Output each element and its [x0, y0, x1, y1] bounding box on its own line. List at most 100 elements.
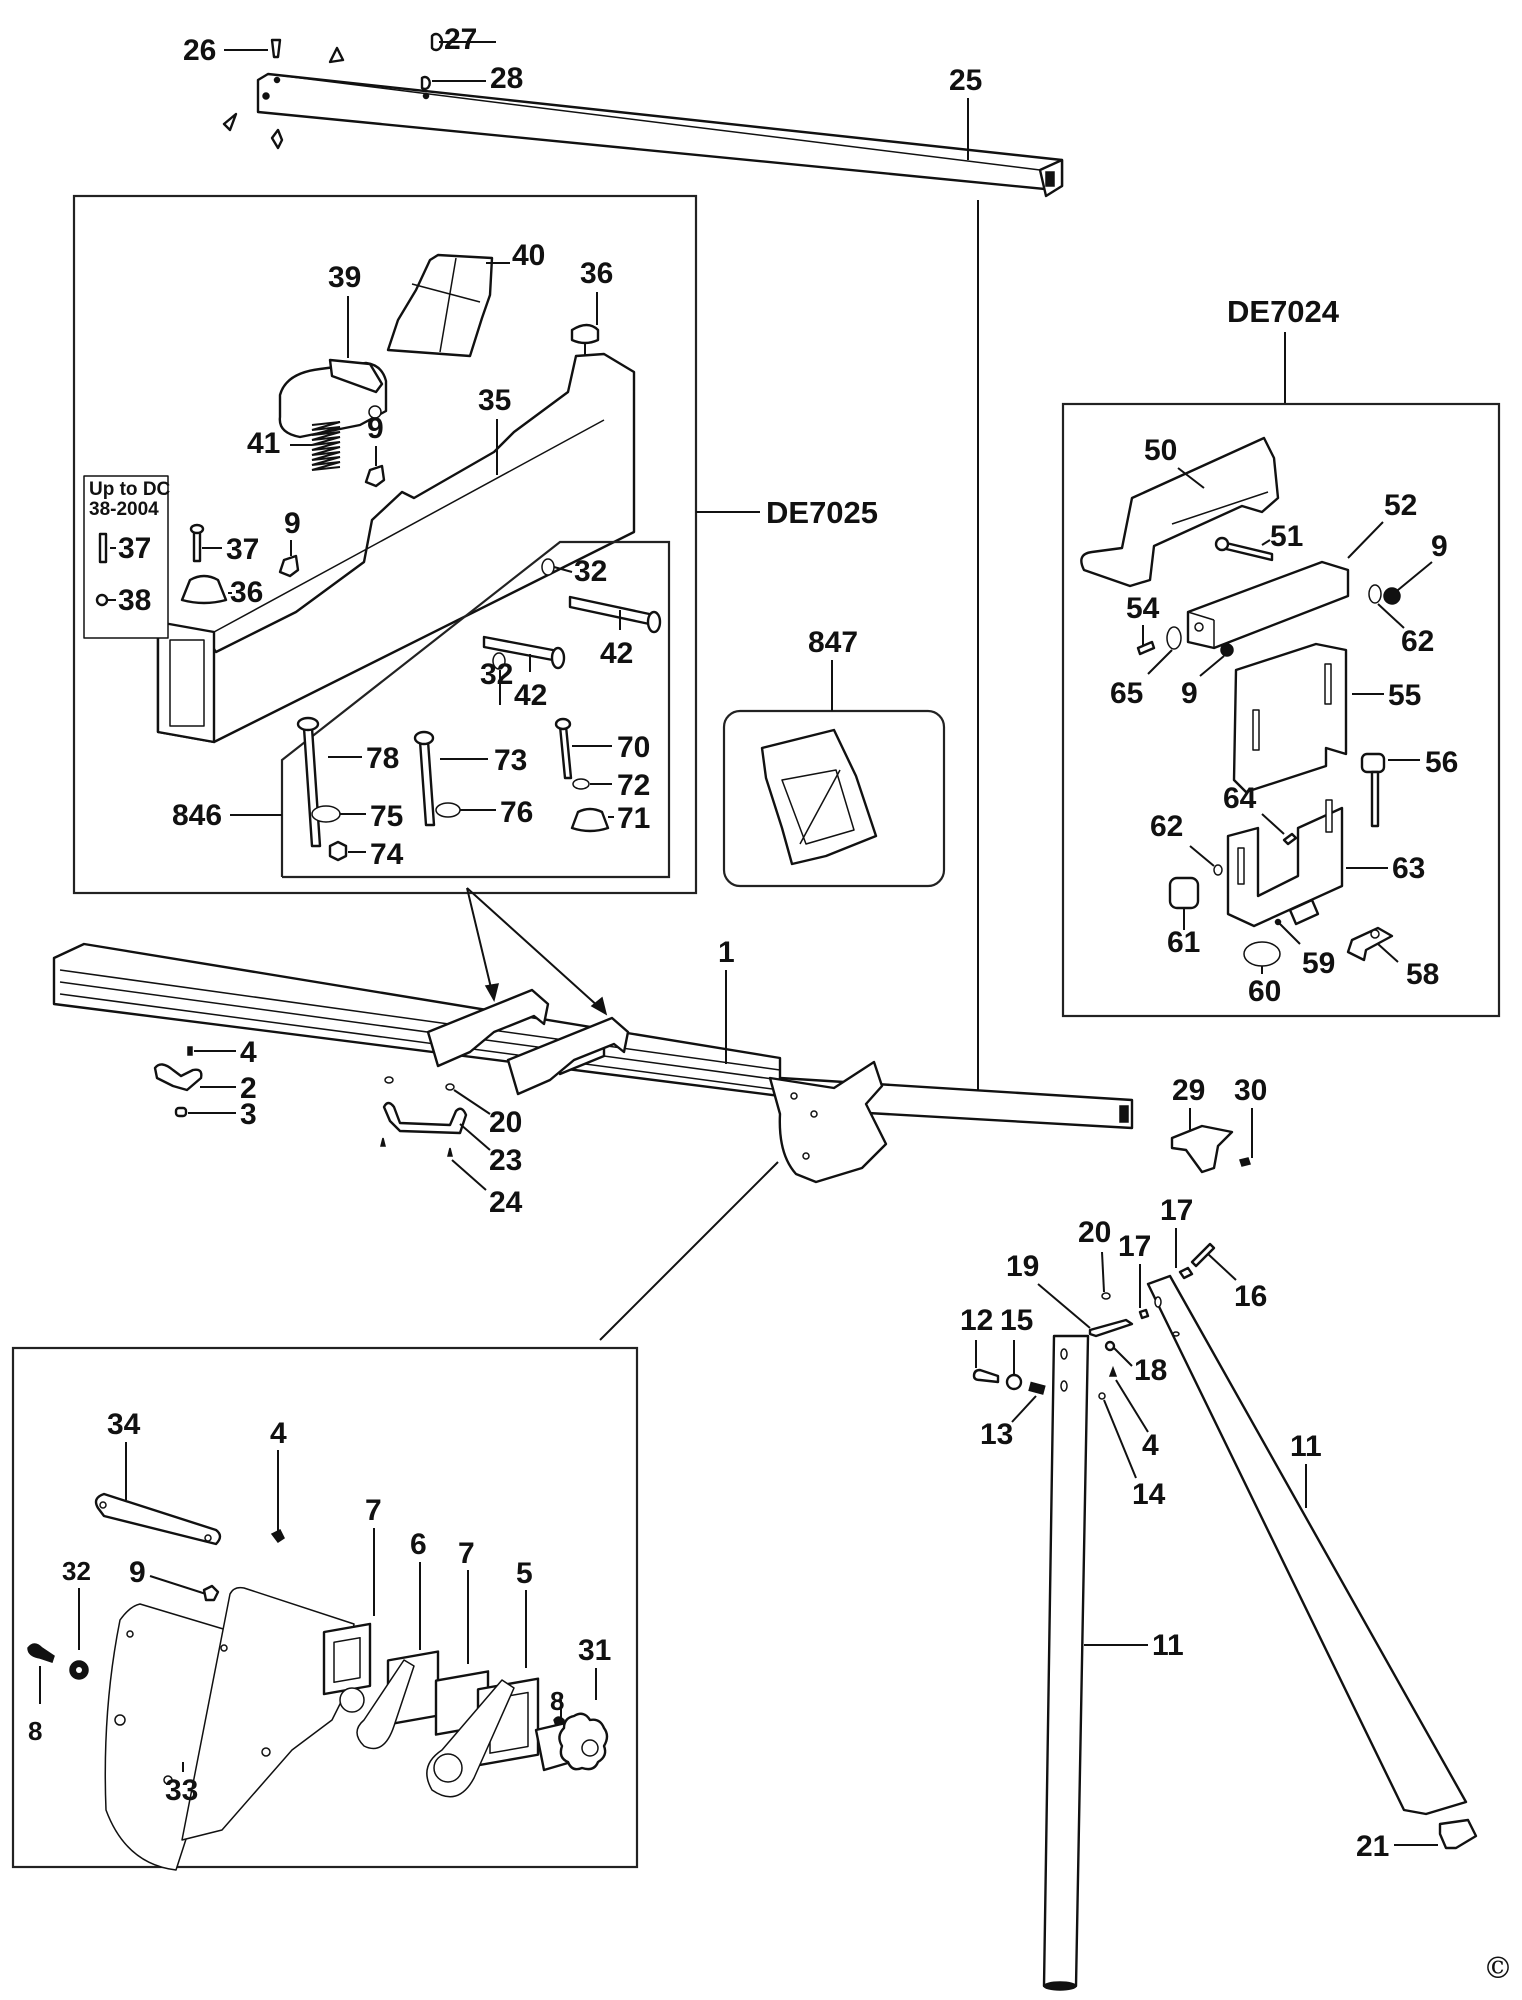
label-32-b: 32 [480, 658, 513, 691]
label-64: 64 [1223, 782, 1257, 815]
washer-32-a [541, 558, 555, 576]
label-54: 54 [1126, 592, 1160, 625]
label-37: 37 [226, 533, 259, 566]
label-39: 39 [328, 261, 361, 294]
nut-9-c [1383, 587, 1401, 605]
label-32-inset: 32 [62, 1556, 91, 1586]
label-42-a: 42 [600, 637, 633, 670]
bolt-42-a [568, 595, 656, 627]
label-28: 28 [490, 62, 523, 95]
label-13: 13 [980, 1418, 1013, 1451]
note-box [83, 475, 169, 639]
label-20-leg: 20 [1078, 1216, 1111, 1249]
pin-14 [1098, 1392, 1106, 1400]
label-9-a: 9 [367, 412, 384, 445]
label-34: 34 [107, 1408, 141, 1441]
label-17-b: 17 [1160, 1194, 1193, 1227]
label-25: 25 [949, 64, 982, 97]
clip-58 [1346, 926, 1394, 962]
label-3: 3 [240, 1098, 257, 1131]
screw-64 [1282, 832, 1298, 846]
screw-24-b [447, 1147, 453, 1157]
label-24: 24 [489, 1186, 523, 1219]
label-70: 70 [617, 731, 650, 764]
washer-72 [572, 778, 590, 790]
label-8-right: 8 [550, 1686, 564, 1716]
label-42-b: 42 [514, 679, 547, 712]
label-12: 12 [960, 1304, 993, 1337]
side-plate-33 [104, 1586, 363, 1871]
de7024-inset [1061, 402, 1501, 1018]
label-74: 74 [370, 838, 404, 871]
bolt-8-left [27, 1643, 55, 1663]
bolt-73 [418, 739, 436, 827]
label-26: 26 [183, 34, 216, 67]
washer-75 [311, 805, 341, 823]
label-50: 50 [1144, 434, 1177, 467]
label-75: 75 [370, 800, 403, 833]
pin-18 [1104, 1340, 1116, 1352]
de7025-inset [72, 194, 698, 895]
clamp-plate-40 [386, 253, 494, 358]
label-31: 31 [578, 1634, 611, 1667]
label-61: 61 [1167, 926, 1200, 959]
washer-76 [435, 802, 461, 818]
rubber-foot-36 [180, 574, 228, 605]
screw-27 [430, 32, 444, 52]
label-35: 35 [478, 384, 511, 417]
label-5: 5 [516, 1557, 533, 1590]
label-6: 6 [410, 1528, 427, 1561]
leg-11-angled [1146, 1274, 1468, 1816]
label-27: 27 [444, 23, 477, 56]
kit-label-846: 846 [172, 799, 222, 832]
label-19: 19 [1006, 1250, 1039, 1283]
end-caps-26 [222, 38, 345, 150]
bolt-78 [302, 726, 322, 848]
nut-17-a [1138, 1308, 1150, 1320]
label-59: 59 [1302, 947, 1335, 980]
rubber-foot-36-top [570, 323, 600, 358]
bracket-63 [1226, 799, 1344, 928]
label-71: 71 [617, 802, 650, 835]
label-63: 63 [1392, 852, 1425, 885]
label-11-angled: 11 [1290, 1430, 1322, 1463]
label-17-a: 17 [1118, 1230, 1151, 1263]
hinge-assembly-inset [11, 1346, 639, 1869]
screw-4-inset [270, 1528, 285, 1544]
note-line1: Up to DC [89, 479, 171, 500]
label-36-top: 36 [580, 257, 613, 290]
clamp-lever-39 [278, 358, 388, 439]
bolt-16 [1190, 1242, 1216, 1268]
label-38: 38 [118, 584, 151, 617]
disc-60 [1243, 941, 1281, 967]
end-cap-29 [1170, 1124, 1234, 1174]
nut-9-d [1220, 643, 1234, 657]
washer-20-b [445, 1083, 455, 1091]
bolt-70 [558, 724, 573, 780]
bolt-37 [192, 529, 202, 563]
label-7-a: 7 [365, 1494, 382, 1527]
label-33: 33 [165, 1774, 198, 1807]
copyright-mark: © [1483, 1951, 1513, 1986]
kit-label-de7025: DE7025 [766, 495, 878, 530]
sleeve-55 [1232, 642, 1348, 794]
label-41: 41 [247, 427, 280, 460]
cap-61 [1168, 876, 1200, 910]
label-9-d: 9 [1181, 677, 1198, 710]
rail-clamps [426, 887, 630, 1096]
label-32-a: 32 [574, 555, 607, 588]
stop-block-52 [1186, 560, 1350, 650]
label-4-inset: 4 [270, 1417, 287, 1450]
nut-9-a [364, 464, 386, 488]
label-40: 40 [512, 239, 545, 272]
label-11-vertical: 11 [1152, 1629, 1184, 1662]
label-16: 16 [1234, 1280, 1267, 1313]
bolt-12 [972, 1368, 1000, 1384]
spring-13 [1028, 1381, 1046, 1395]
washer-32-b [492, 652, 506, 670]
leg-11-vertical [1042, 1334, 1090, 1991]
crossbar-25 [256, 72, 1064, 198]
spacer-3 [174, 1106, 188, 1118]
nut-17-b [1178, 1266, 1194, 1280]
label-9-b: 9 [284, 507, 301, 540]
